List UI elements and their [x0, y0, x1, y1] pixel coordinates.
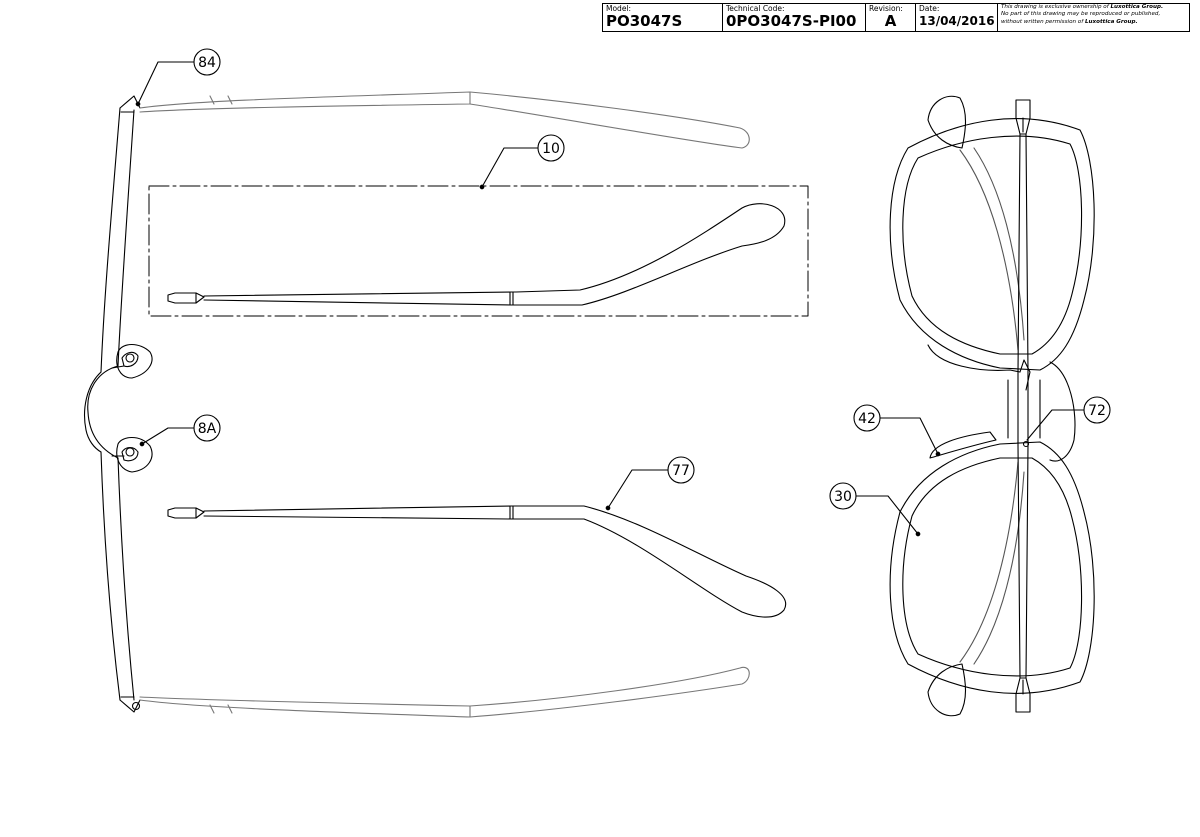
frame-front-lower [889, 441, 1095, 713]
model-value: PO3047S [606, 12, 683, 30]
revision-value: A [884, 12, 897, 30]
callout-8a: 8A [141, 414, 221, 445]
date-value: 13/04/2016 [919, 14, 995, 28]
nose-pad-lower [111, 436, 153, 473]
date-cell: Date: 13/04/2016 [915, 3, 998, 32]
revision-cell: Revision: A [865, 3, 916, 32]
temple-tip-top [927, 95, 967, 149]
nose-pad-upper [111, 343, 153, 379]
temple-tip-bottom [927, 663, 967, 717]
title-block: Model: PO3047S Technical Code: 0PO3047S-… [602, 3, 1190, 32]
front-frame-top-view [100, 95, 141, 713]
notice-line-2: No part of this drawing may be reproduce… [1001, 11, 1161, 18]
temple-lower-top-view [139, 666, 750, 718]
callout-10-label: 10 [542, 141, 560, 157]
callout-84: 84 [137, 48, 221, 105]
bridge-top-view [87, 365, 119, 459]
callout-30-label: 30 [834, 489, 852, 505]
callout-10: 10 [481, 134, 565, 188]
callout-72: 72 [1026, 396, 1111, 441]
frame-front-upper [889, 99, 1095, 371]
callout-42: 42 [853, 404, 939, 455]
top-view [84, 91, 809, 718]
date-label: Date: [919, 4, 940, 14]
callout-8a-label: 8A [198, 421, 217, 437]
bridge-front-view [1007, 359, 1041, 448]
callout-42-label: 42 [858, 411, 876, 427]
technical-code-label: Technical Code: [726, 4, 785, 14]
callout-77: 77 [607, 456, 695, 509]
front-view [889, 95, 1095, 717]
callout-72-label: 72 [1088, 403, 1106, 419]
model-cell: Model: PO3047S [602, 3, 723, 32]
temple-upper-top-view [139, 91, 750, 149]
callout-30: 30 [829, 482, 919, 535]
notice-line-3: without written permission of [1001, 18, 1085, 25]
technical-code-cell: Technical Code: 0PO3047S-PI00 [722, 3, 866, 32]
ownership-notice: This drawing is exclusive ownership of L… [997, 3, 1190, 32]
nose-pad-front-lower [929, 431, 997, 459]
nose-pad-front-upper [927, 344, 1021, 373]
notice-brand-2: Luxottica Group. [1084, 18, 1138, 25]
revision-label: Revision: [869, 4, 903, 14]
alternate-temple-box [148, 185, 809, 317]
model-label: Model: [606, 4, 632, 14]
callout-77-label: 77 [672, 463, 690, 479]
temple-side-view-lower [167, 505, 787, 618]
notice-line-1: This drawing is exclusive ownership of [1001, 4, 1111, 11]
technical-code-value: 0PO3047S-PI00 [726, 12, 857, 30]
notice-brand-1: Luxottica Group. [1110, 4, 1164, 11]
callout-84-label: 84 [198, 55, 216, 71]
temple-side-view-upper [167, 203, 786, 306]
